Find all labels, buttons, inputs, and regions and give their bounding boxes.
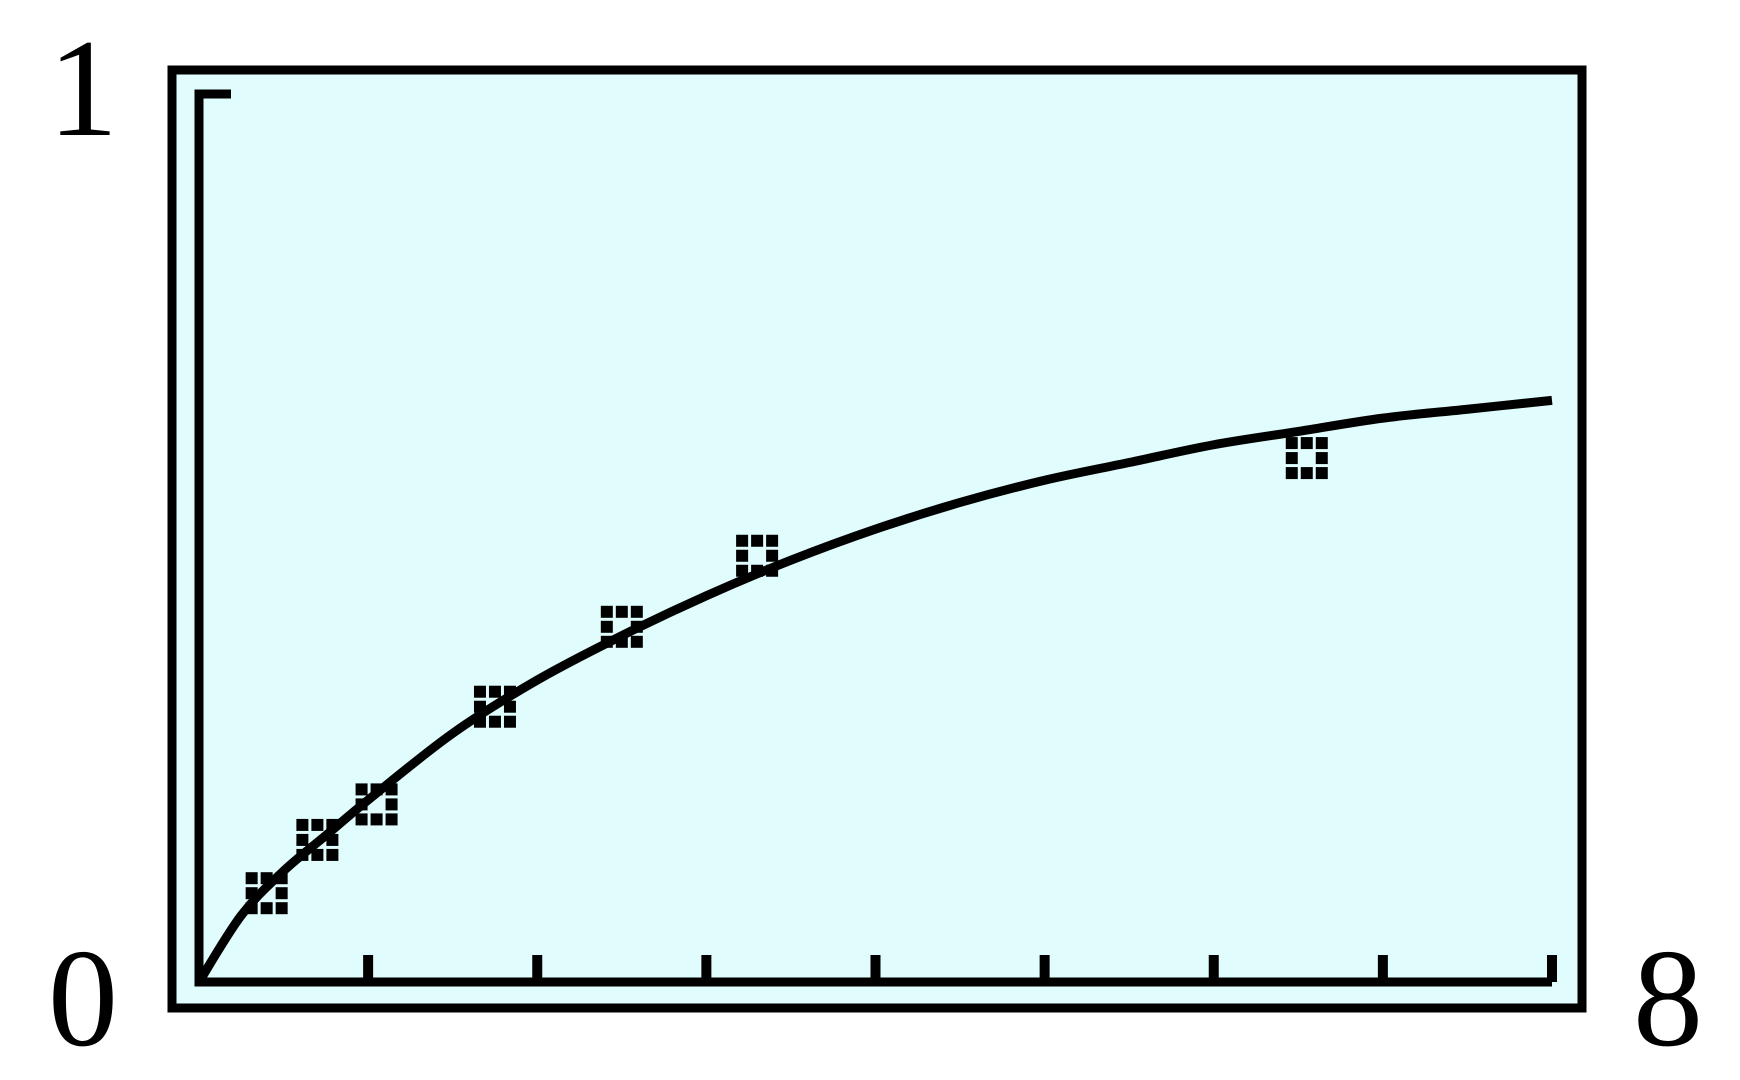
- data-markers: [245, 437, 1328, 915]
- data-point-3: [355, 783, 398, 826]
- y-min-label: 0: [48, 921, 118, 1076]
- axes: [194, 89, 1552, 987]
- data-point-7: [1285, 437, 1328, 480]
- plot-background: [167, 65, 1587, 1013]
- y-max-label: 1: [48, 11, 118, 166]
- data-point-6: [736, 534, 779, 577]
- x-max-label: 8: [1633, 921, 1703, 1076]
- data-point-4: [473, 685, 516, 728]
- fitted-curve: [195, 395, 1553, 985]
- data-point-1: [245, 872, 288, 915]
- data-point-5: [600, 605, 643, 648]
- data-point-2: [296, 818, 339, 861]
- x-ticks: [363, 955, 1557, 982]
